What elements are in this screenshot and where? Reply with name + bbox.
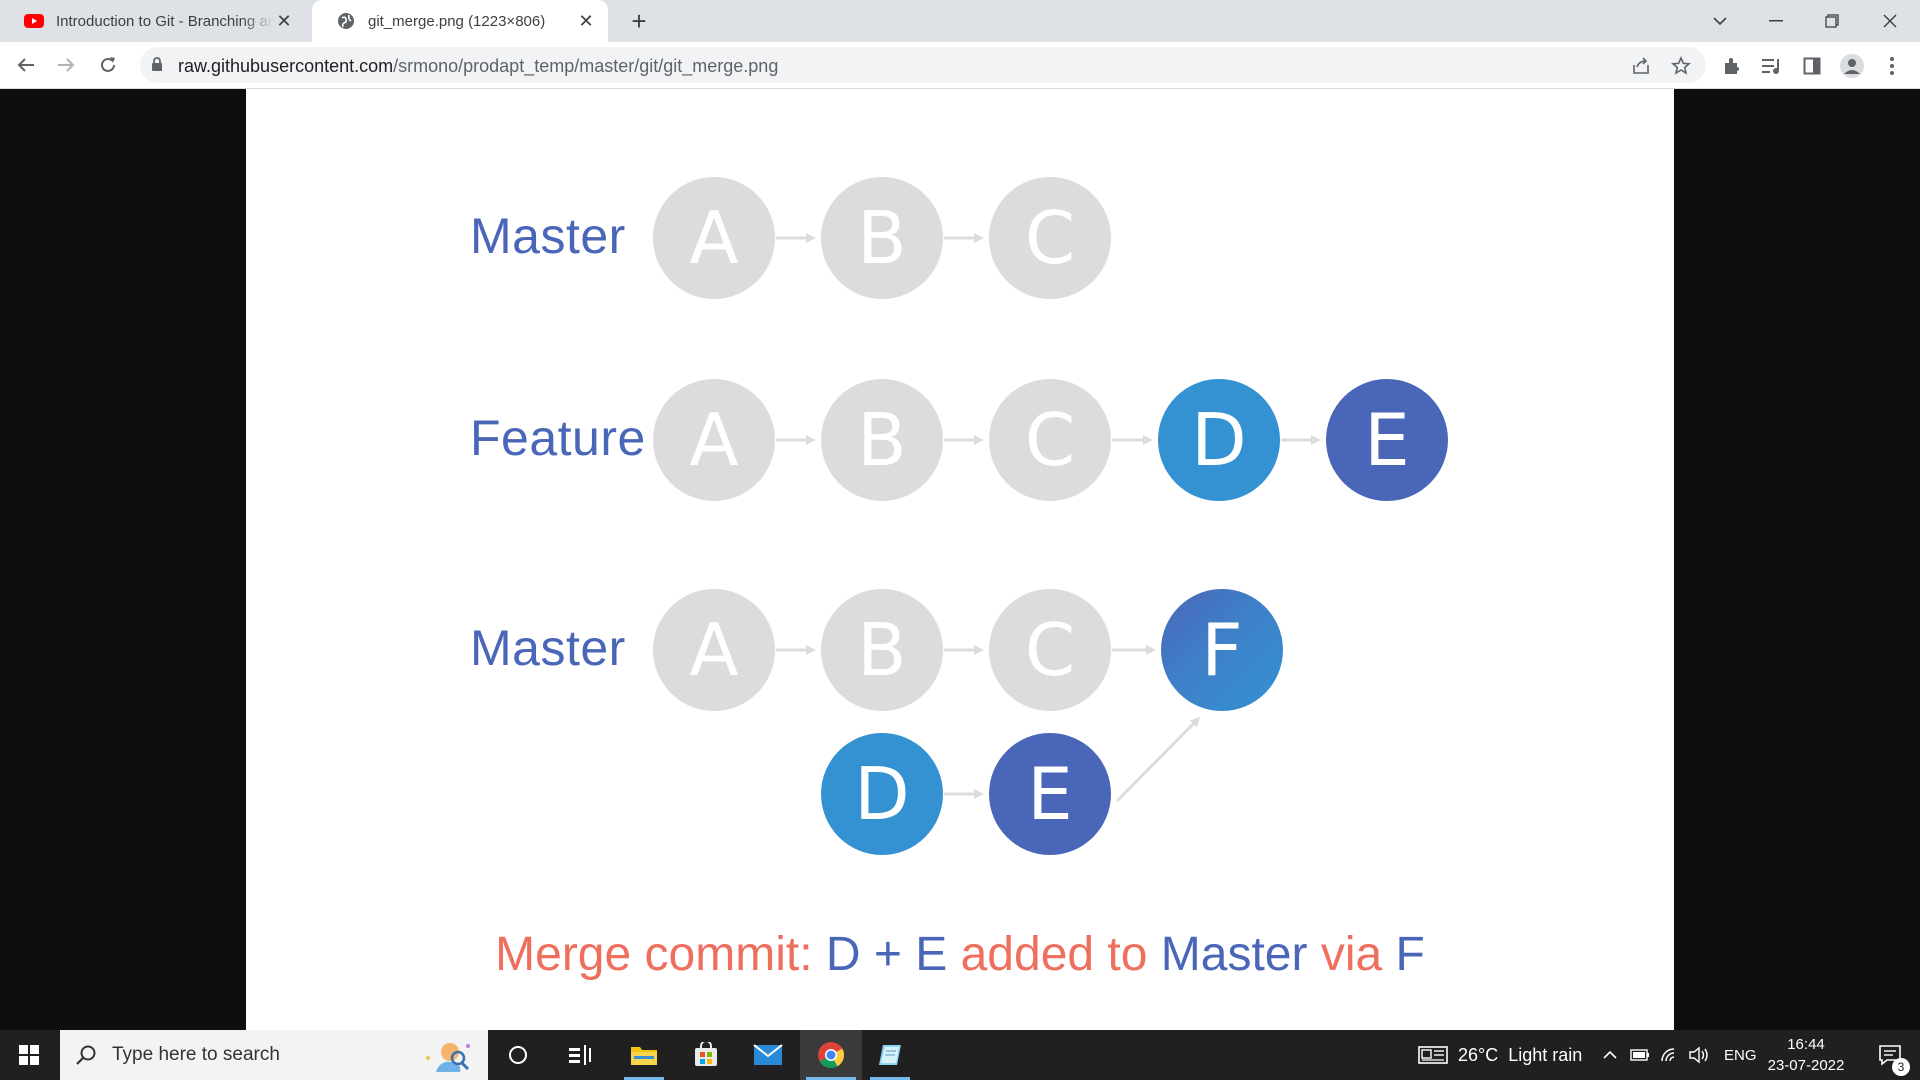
tab-strip: Introduction to Git - Branching and Merg… (0, 0, 1920, 42)
git-merge-diagram[interactable]: Master A B C Feature A B C D E Master A … (246, 89, 1674, 1030)
reload-icon[interactable] (92, 49, 124, 81)
weather-text: 26°C Light rain (1458, 1044, 1583, 1065)
restore-icon[interactable] (1804, 0, 1860, 42)
microsoft-store-icon[interactable] (680, 1030, 732, 1080)
url-path: /srmono/prodapt_temp/master/git/git_merg… (393, 56, 779, 76)
back-arrow-icon[interactable] (10, 49, 42, 81)
clock-time: 16:44 (1787, 1036, 1825, 1053)
url-text[interactable]: raw.githubusercontent.com/srmono/prodapt… (178, 56, 778, 77)
tab-search-chevron-icon[interactable] (1692, 0, 1748, 42)
url-host: raw.githubusercontent.com (178, 56, 394, 76)
commit-node-c: C (989, 379, 1111, 501)
commit-node-e: E (1326, 379, 1448, 501)
running-indicator (624, 1077, 664, 1080)
weather-icon (1418, 1045, 1448, 1065)
address-bar[interactable]: raw.githubusercontent.com/srmono/prodapt… (140, 47, 1706, 83)
globe-icon (336, 11, 356, 31)
commit-node-b: B (821, 589, 943, 711)
commit-node-a: A (653, 589, 775, 711)
commit-node-b: B (821, 177, 943, 299)
notification-count-badge: 3 (1892, 1058, 1910, 1076)
profile-avatar-icon[interactable] (1840, 54, 1864, 78)
caption-text: added to (947, 928, 1161, 981)
tab-title: git_merge.png (1223×806) (368, 12, 546, 30)
commit-node-a: A (653, 379, 775, 501)
browser-toolbar: raw.githubusercontent.com/srmono/prodapt… (0, 42, 1920, 89)
side-panel-icon[interactable] (1800, 54, 1824, 78)
minimize-icon[interactable] (1748, 0, 1804, 42)
bookmark-star-icon[interactable] (1670, 55, 1692, 77)
close-tab-icon[interactable]: ✕ (276, 10, 292, 31)
windows-start-icon[interactable] (0, 1030, 58, 1080)
running-indicator (870, 1077, 910, 1080)
caption-text: Merge commit: (495, 928, 826, 981)
show-hidden-icons-chevron-icon[interactable] (1602, 1030, 1618, 1080)
commit-node-a: A (653, 177, 775, 299)
share-icon[interactable] (1630, 55, 1652, 77)
cortana-icon[interactable] (494, 1030, 542, 1080)
branch-commit-node-e: E (989, 733, 1111, 855)
caption-text: D + E (825, 928, 948, 981)
running-indicator (806, 1077, 856, 1080)
task-view-icon[interactable] (556, 1030, 604, 1080)
forward-arrow-icon[interactable] (50, 49, 82, 81)
windows-taskbar: Type here to search 26°C Light rain (0, 1030, 1920, 1080)
image-viewer: Master A B C Feature A B C D E Master A … (0, 89, 1920, 1030)
volume-icon[interactable] (1688, 1030, 1710, 1080)
system-clock[interactable]: 16:44 23-07-2022 (1758, 1034, 1854, 1076)
mail-icon[interactable] (742, 1030, 794, 1080)
arrow-e-f (1115, 716, 1201, 803)
row-label-master: Master (470, 208, 626, 264)
more-menu-icon[interactable] (1880, 54, 1904, 78)
battery-icon[interactable] (1630, 1030, 1650, 1080)
close-window-icon[interactable] (1862, 0, 1918, 42)
clock-date: 23-07-2022 (1767, 1057, 1845, 1074)
caption-text: via (1307, 928, 1396, 981)
diagram-caption: Merge commit: D + E added to Master via … (246, 927, 1674, 982)
youtube-icon (24, 11, 44, 31)
lock-icon[interactable] (150, 56, 168, 74)
close-tab-icon[interactable]: ✕ (578, 10, 594, 31)
commit-node-c: C (989, 589, 1111, 711)
chrome-icon[interactable] (800, 1030, 862, 1080)
file-explorer-icon[interactable] (618, 1030, 670, 1080)
row-label-master-merged: Master (470, 620, 626, 676)
commit-node-b: B (821, 379, 943, 501)
row-label-feature: Feature (470, 410, 646, 466)
search-highlight-icon[interactable] (418, 1035, 478, 1075)
branch-commit-node-d: D (821, 733, 943, 855)
extensions-icon[interactable] (1720, 54, 1744, 78)
commit-arrows (776, 233, 1321, 803)
search-icon (74, 1043, 98, 1067)
tab-git-merge-image[interactable]: git_merge.png (1223×806) ✕ (312, 0, 608, 42)
media-controls-icon[interactable] (1760, 54, 1784, 78)
tab-title: Introduction to Git - Branching and Merg… (56, 12, 274, 30)
taskbar-search-box[interactable]: Type here to search (60, 1030, 488, 1080)
caption-text: F (1395, 928, 1425, 981)
new-tab-button[interactable]: + (631, 5, 647, 36)
notification-center-icon[interactable]: 3 (1866, 1030, 1914, 1080)
input-language-indicator[interactable]: ENG (1724, 1046, 1757, 1064)
weather-widget[interactable]: 26°C Light rain (1418, 1030, 1582, 1080)
search-placeholder: Type here to search (112, 1044, 280, 1065)
tab-youtube[interactable]: Introduction to Git - Branching and Merg… (0, 0, 306, 42)
commit-node-c: C (989, 177, 1111, 299)
caption-text: Master (1160, 928, 1308, 981)
notepad-app-icon[interactable] (864, 1030, 916, 1080)
commit-node-d: D (1158, 379, 1280, 501)
wifi-icon[interactable] (1660, 1030, 1680, 1080)
merge-commit-node-f: F (1161, 589, 1283, 711)
